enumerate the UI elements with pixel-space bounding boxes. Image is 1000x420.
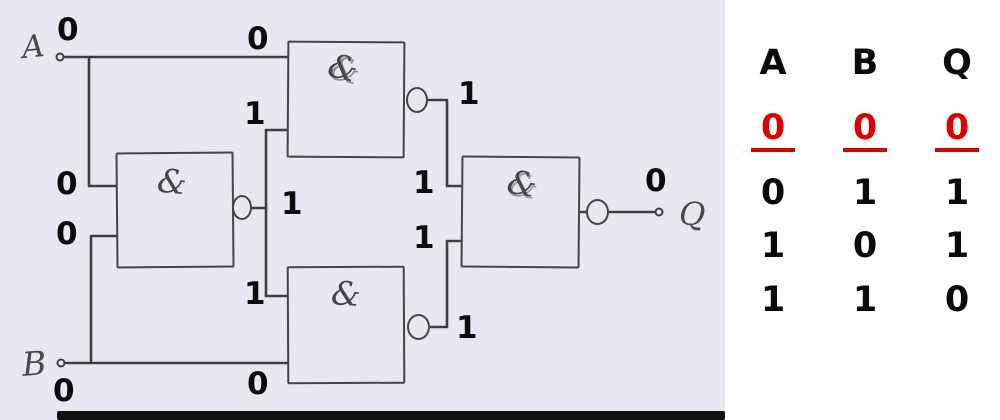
value-nand4-in2: 1 xyxy=(413,220,435,256)
value-nand3-out: 1 xyxy=(456,310,478,346)
nand4-symbol: & xyxy=(504,161,540,206)
header-a: A xyxy=(759,43,787,83)
nand4-output-bubble xyxy=(586,199,609,225)
value-nand3-in1: 1 xyxy=(244,276,266,312)
terminal-b xyxy=(56,358,66,368)
cell-b: 0 xyxy=(852,226,878,266)
wire-b-branch-to-nand1 xyxy=(89,234,118,364)
value-nand2-out: 1 xyxy=(458,76,480,112)
table-row: 0 0 0 xyxy=(743,110,987,152)
value-nand3-in2: 0 xyxy=(247,366,269,402)
cell-q: 1 xyxy=(944,226,970,266)
table-row: 0 1 1 xyxy=(743,175,987,212)
wire-a-branch-to-nand1 xyxy=(87,55,118,188)
header-b: B xyxy=(851,43,879,83)
cell-a: 0 xyxy=(743,110,803,152)
cell-q: 1 xyxy=(944,173,970,213)
truth-table: A B Q 0 0 0 0 1 1 1 0 1 1 1 0 xyxy=(725,0,1000,420)
cell-a: 0 xyxy=(760,173,786,213)
value-nand1-in1: 0 xyxy=(56,166,78,202)
wire-nand3-to-nand4 xyxy=(428,239,463,329)
value-nand4-in1: 1 xyxy=(413,165,435,201)
cell-b: 1 xyxy=(852,173,878,213)
nand1-output-bubble xyxy=(232,195,252,220)
output-q-label: Q xyxy=(678,194,707,234)
cell-q: 0 xyxy=(944,280,970,320)
value-output-q: 0 xyxy=(645,163,667,199)
nand1-symbol: & xyxy=(155,160,189,203)
nand3-output-bubble xyxy=(407,314,430,340)
cell-a: 1 xyxy=(760,280,786,320)
value-nand1-out: 1 xyxy=(281,186,303,222)
cell-q: 0 xyxy=(927,110,987,152)
header-q: Q xyxy=(942,43,972,83)
scan-edge-strip xyxy=(57,411,725,420)
value-nand2-in1: 0 xyxy=(247,21,269,57)
value-nand1-in2: 0 xyxy=(56,216,78,252)
nand3-symbol: & xyxy=(329,273,363,314)
terminal-a xyxy=(55,52,65,62)
nand2-output-bubble xyxy=(406,87,428,113)
value-nand2-in2: 1 xyxy=(244,96,266,132)
cell-b: 0 xyxy=(835,110,895,152)
table-row: 1 1 0 xyxy=(743,282,987,319)
circuit-wires xyxy=(55,52,664,368)
value-input-b: 0 xyxy=(53,373,75,409)
table-row: 1 0 1 xyxy=(743,228,987,265)
cell-a: 1 xyxy=(760,226,786,266)
cell-b: 1 xyxy=(852,280,878,320)
truth-table-header: A B Q xyxy=(743,45,987,82)
terminal-q xyxy=(654,207,664,217)
wire-nand2-to-nand4 xyxy=(426,98,463,188)
value-input-a: 0 xyxy=(57,12,79,48)
input-b-label: B xyxy=(20,343,48,384)
input-a-label: A xyxy=(20,27,47,67)
